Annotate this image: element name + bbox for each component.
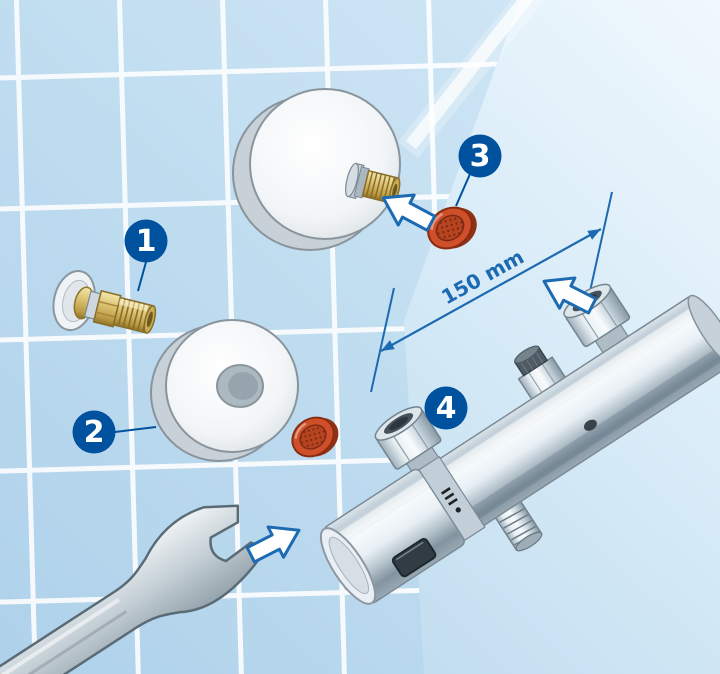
nipple-thread-ridges [365, 171, 396, 203]
gasket-mesh [300, 425, 326, 449]
callout-3-leader [455, 173, 471, 207]
temperature-knob [319, 468, 465, 605]
top-outlet-facets [528, 363, 557, 395]
callout-4-number: 4 [436, 391, 457, 426]
callout-2-number: 2 [84, 415, 105, 450]
temperature-scale-markings [440, 487, 461, 513]
gasket-highlight [294, 422, 307, 439]
safestop-button-highlight [395, 541, 424, 561]
top-outlet-knurl [518, 349, 544, 374]
callout-1-number: 1 [136, 224, 157, 259]
scale-tick [440, 487, 451, 495]
open-end-wrench [0, 504, 268, 674]
callouts: 1 2 3 4 [72, 134, 502, 454]
wrench-body [0, 504, 268, 674]
dimension-arrowhead-right [587, 229, 601, 240]
gasket-mesh [436, 215, 464, 241]
bottom-outlet-end [515, 531, 543, 552]
callout-2-badge [72, 410, 116, 454]
bar-highlight [430, 304, 702, 485]
callout-3-badge [458, 134, 502, 178]
escutcheon-nipple [345, 162, 401, 205]
top-outlet-top [514, 345, 540, 364]
dimension-line [380, 228, 602, 352]
escutcheon-upper-face [249, 88, 401, 240]
scale-tick [448, 497, 458, 506]
nut-bore [389, 416, 408, 431]
filter-gasket-upper [427, 206, 477, 250]
callout-2-leader [114, 426, 157, 433]
bottom-outlet-thread-lines [499, 508, 540, 546]
knob-face-inner [328, 536, 369, 595]
s-union-fitting [52, 270, 157, 334]
thread-end-bore [146, 311, 153, 328]
filter-gasket-lower [291, 416, 339, 458]
callout-3-number: 3 [470, 139, 491, 174]
nipple-base-ring [345, 162, 359, 198]
wrench-handle-groove [0, 610, 128, 674]
scale-dot [455, 507, 461, 513]
nipple-end-bore [392, 183, 398, 198]
escutcheon-upper [232, 88, 401, 251]
thread-highlight [118, 298, 154, 313]
callout-1-badge [124, 219, 168, 263]
dimension-extension-right [588, 191, 613, 297]
wall-corner-highlight [405, 0, 534, 150]
escutcheon-lower-hole-inner [228, 372, 258, 400]
bar-end-cap [687, 294, 720, 365]
knob-collar [418, 455, 486, 542]
bar-shade [456, 344, 720, 529]
callout-1-leader [137, 261, 147, 292]
gasket-highlight [430, 212, 444, 230]
dimension-extension-left [370, 287, 395, 393]
hex-facet-lines [95, 300, 119, 318]
dimension-arrowhead-left [381, 340, 395, 351]
wrench-handle-highlight [0, 597, 120, 674]
safestop-button [391, 538, 437, 578]
brand-logo-mark [583, 419, 597, 431]
scale-tick [444, 492, 455, 501]
callout-4-badge [424, 386, 468, 430]
escutcheon-lower [150, 319, 299, 462]
knob-highlight [330, 477, 430, 547]
thread-ridges [117, 298, 151, 333]
